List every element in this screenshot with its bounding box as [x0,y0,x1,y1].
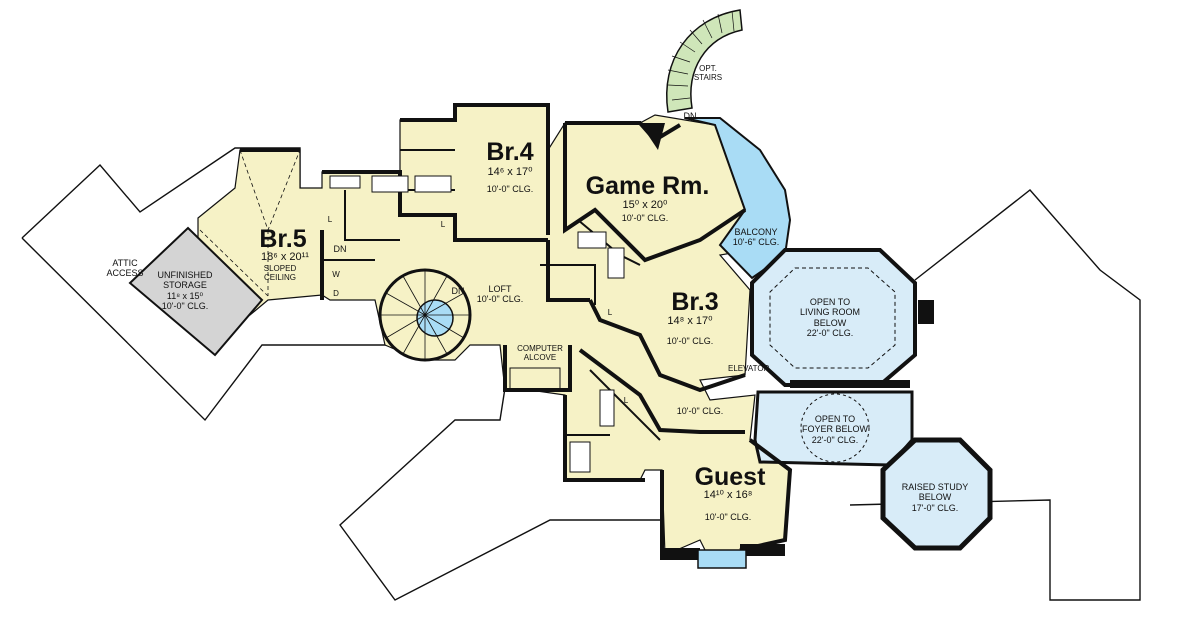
foyer-below-label: OPEN TO FOYER BELOW 22'-0" CLG. [795,414,875,445]
hall-clg: 10'-0" CLG. [676,406,724,416]
br3-name: Br.3 [671,288,719,316]
sloped-ceiling-lines [199,149,301,297]
foyer-below-line-3: 22'-0" CLG. [811,434,859,445]
elevator-note: ELEVATOR [728,364,770,373]
living-below-line-3: BELOW [813,317,847,328]
guest-dims: 14¹⁰ x 16⁸ [703,489,753,501]
br3-dims: 14⁸ x 17⁰ [667,315,713,327]
study-below-line-2: BELOW [918,492,952,503]
down-arrow-label-2: DN [451,286,465,296]
foyer-below-line-1: OPEN TO [814,414,856,424]
foyer-below-line-2: FOYER BELOW [801,424,868,435]
br4-clg: 10'-0" CLG. [486,184,534,194]
study-below-area [880,437,993,551]
br3-clg: 10'-0" CLG. [666,336,714,346]
storage-line-2: STORAGE [163,280,207,291]
living-below-line-1: OPEN TO [809,297,851,307]
computer-alcove-desk [509,367,561,391]
game-room-dims: 15⁰ x 20⁰ [622,199,668,211]
storage-label: UNFINISHED STORAGE 11⁸ x 15⁰ 10'-0" CLG. [145,270,225,311]
attic-line-2: ACCESS [106,268,144,279]
study-below-label: RAISED STUDY BELOW 17'-0" CLG. [895,482,975,513]
balcony-name: BALCONY [734,227,778,237]
living-below-line-2: LIVING ROOM [799,307,860,318]
computer-line-1: COMPUTER [517,344,563,353]
storage-line-4: 10'-0" CLG. [161,301,209,312]
guest-clg: 10'-0" CLG. [704,512,752,522]
linen-closet-1: L [327,215,333,224]
optional-stair [666,9,743,113]
living-below-line-4: 22'-0" CLG. [806,328,854,339]
linen-closet-4: L [623,396,629,405]
guest-name: Guest [694,463,766,491]
living-below-label: OPEN TO LIVING ROOM BELOW 22'-0" CLG. [785,297,875,338]
wall-blocks [640,123,934,560]
spiral-stair [378,268,472,362]
computer-alcove-label: COMPUTER ALCOVE [510,344,570,362]
opt-stairs-note: OPT. STAIRS [688,64,728,82]
attic-line-1: ATTIC [112,258,138,268]
br5-clg: SLOPED CEILING [245,264,315,282]
game-room-clg: 10'-0" CLG. [621,213,669,223]
study-below-line-3: 17'-0" CLG. [911,502,959,513]
down-arrow-label-1: DN [333,244,347,254]
balcony-clg: 10'-6" CLG. [732,237,780,247]
study-below-line-1: RAISED STUDY [901,482,969,492]
br4-name: Br.4 [486,138,534,166]
washer-label: W [332,270,340,279]
loft-clg: 10'-0" CLG. [476,294,524,304]
foyer-dashed-circle [800,393,870,463]
br5-clg-line-2: CEILING [263,273,296,283]
br5-dims: 18⁶ x 20¹¹ [261,251,309,263]
opt-stairs-line-2: STAIRS [693,73,723,83]
unfinished-storage-area [128,226,264,357]
bath-fixtures [329,175,625,473]
br4-dims: 14⁶ x 17⁰ [487,166,533,178]
guest-bay-window [697,549,747,569]
linen-closet-3: L [607,308,613,317]
dryer-label: D [333,289,339,298]
opt-stairs-line-1: OPT. [699,64,717,73]
storage-line-3: 11⁸ x 15⁰ [166,290,204,301]
storage-line-1: UNFINISHED [157,270,213,280]
br5-name: Br.5 [259,225,307,253]
attic-access-note: ATTIC ACCESS [100,258,150,279]
game-room-name: Game Rm. [585,172,710,200]
down-arrow-label-3: DN [683,111,697,121]
br5-clg-line-1: SLOPED [263,264,297,273]
linen-closet-2: L [440,220,446,229]
loft-name: LOFT [488,284,512,294]
living-room-inner-line [769,267,896,369]
computer-line-2: ALCOVE [523,353,557,363]
